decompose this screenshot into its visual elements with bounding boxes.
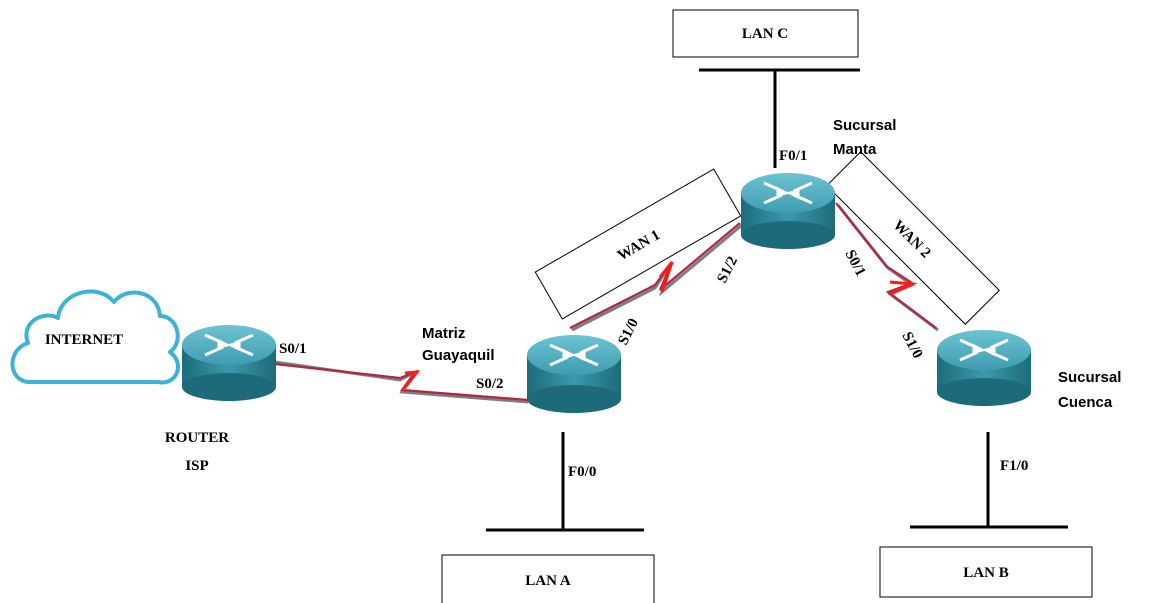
wan-1-box: WAN 1 (534, 168, 742, 320)
router-manta-name-line1: Sucursal (833, 117, 896, 134)
router-guayaquil-name-line2: Guayaquil (422, 347, 495, 364)
interface-guayaquil-s1-0: S1/0 (615, 316, 642, 348)
router-manta-name-line2: Manta (833, 141, 877, 158)
lan-b-box: LAN B (879, 546, 1093, 598)
interface-cuenca-s1-0: S1/0 (898, 329, 925, 361)
router-isp-name-line2: ISP (185, 458, 208, 474)
interface-isp-s0-1: S0/1 (279, 341, 307, 357)
lan-b-segment (910, 432, 1068, 529)
cloud-icon (10, 289, 180, 385)
router-isp-icon (182, 325, 276, 401)
lan-a-label: LAN A (525, 573, 571, 589)
interface-manta-s0-1: S0/1 (841, 247, 868, 279)
router-cuenca-icon (937, 330, 1031, 406)
wan-2-box: WAN 2 (826, 151, 1000, 325)
link-guayaquil-manta (569, 222, 743, 332)
link-isp-guayaquil (274, 360, 529, 404)
link-manta-cuenca (835, 202, 939, 332)
interface-guayaquil-s0-2: S0/2 (476, 376, 504, 392)
router-cuenca-name-line1: Sucursal (1058, 369, 1121, 386)
router-cuenca-name-line2: Cuenca (1058, 394, 1113, 411)
interface-guayaquil-f0-0: F0/0 (568, 464, 596, 480)
lan-c-box: LAN C (672, 9, 859, 58)
lan-a-box: LAN A (441, 554, 655, 603)
router-manta-icon (741, 173, 835, 249)
interface-manta-f0-1: F0/1 (779, 148, 807, 164)
internet-label: INTERNET (45, 332, 123, 348)
lan-c-label: LAN C (742, 26, 788, 42)
router-guayaquil-icon (527, 335, 621, 413)
lan-b-label: LAN B (963, 565, 1008, 581)
router-guayaquil-name-line1: Matriz (422, 325, 465, 342)
router-isp-name-line1: ROUTER (165, 430, 229, 446)
interface-manta-s1-2: S1/2 (714, 254, 741, 286)
lan-c-segment (699, 68, 860, 168)
lan-a-segment (486, 432, 644, 532)
interface-cuenca-f1-0: F1/0 (1000, 458, 1028, 474)
